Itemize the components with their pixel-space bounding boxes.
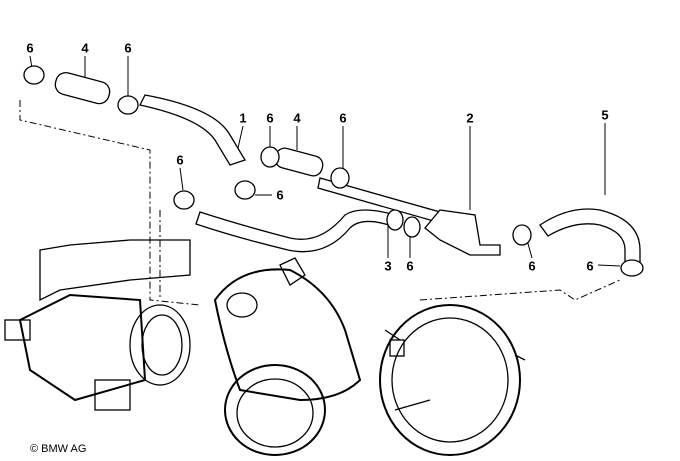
part-label-6: 6 bbox=[339, 110, 347, 126]
check-valve-2 bbox=[424, 209, 501, 256]
hose-clamps bbox=[23, 65, 644, 277]
part-label-4: 4 bbox=[81, 40, 89, 56]
part-label-5: 5 bbox=[601, 107, 609, 123]
part-label-1: 1 bbox=[239, 110, 247, 126]
part-label-4: 4 bbox=[293, 110, 301, 126]
part-label-6: 6 bbox=[528, 258, 536, 274]
part-label-6: 6 bbox=[124, 40, 132, 56]
hose-4-middle bbox=[274, 147, 324, 177]
copyright: © BMW AG bbox=[30, 443, 87, 455]
reference-line bbox=[419, 279, 621, 301]
hose-1 bbox=[139, 94, 246, 166]
part-label-6: 6 bbox=[586, 258, 594, 274]
brake-booster bbox=[379, 304, 526, 456]
part-label-6: 6 bbox=[176, 152, 184, 168]
part-label-2: 2 bbox=[466, 110, 474, 126]
part-label-6: 6 bbox=[406, 258, 414, 274]
hose-3 bbox=[195, 209, 396, 253]
part-label-3: 3 bbox=[384, 258, 392, 274]
part-label-6: 6 bbox=[266, 110, 274, 126]
part-label-6: 6 bbox=[276, 187, 284, 203]
part-label-6: 6 bbox=[26, 40, 34, 56]
throttle-body bbox=[4, 239, 191, 411]
intake-boot bbox=[213, 257, 362, 456]
hose-4-upper bbox=[54, 71, 111, 105]
reference-line bbox=[19, 100, 201, 306]
